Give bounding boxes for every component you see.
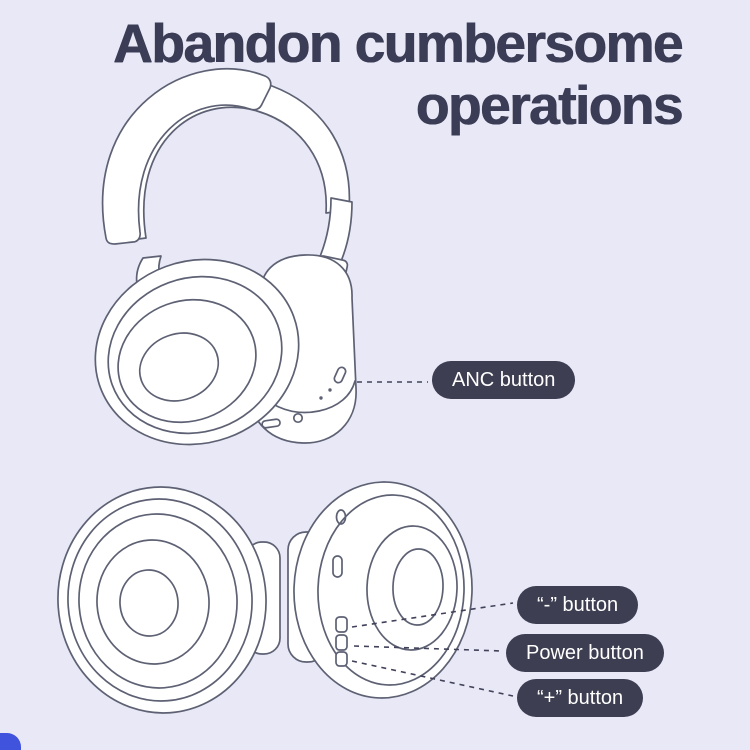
power-button-shape (335, 634, 348, 651)
ear-pad-center (119, 569, 179, 637)
minus-button-shape (335, 616, 348, 633)
left-ear-cup-flat (57, 486, 267, 714)
headphones-three-quarter-view (94, 67, 357, 446)
mic-hole (328, 388, 332, 392)
ear-pad-center (138, 332, 220, 402)
minus-button-callout: “-” button (517, 586, 639, 624)
left-ear-cup (94, 258, 300, 446)
title-line-2: operations (415, 74, 684, 137)
cup-face-center (392, 548, 444, 626)
headband-cushion (101, 67, 272, 245)
aux-hole (292, 412, 304, 424)
mic-hole (319, 396, 323, 400)
title-line-1: Abandon cumbersome (113, 12, 683, 74)
ear-pad-ring (78, 513, 238, 689)
power-button-callout: Power button (506, 634, 664, 672)
aux-hole (335, 509, 347, 525)
headphones-folded-flat-view (57, 481, 473, 714)
page-title: Abandon cumbersome operations (40, 12, 684, 137)
cup-rim-band (317, 494, 465, 686)
power-leader-line (353, 645, 503, 652)
usb-c-port (261, 418, 281, 429)
ear-pad-ring (107, 275, 283, 435)
cup-face-ring (366, 525, 458, 651)
plus-button-callout: “+” button (517, 679, 644, 717)
anc-button-callout: ANC button (432, 361, 576, 399)
corner-accent-shape (0, 733, 21, 750)
plus-button-shape (335, 651, 348, 667)
callout-leader-lines (351, 381, 514, 697)
usb-c-port (332, 555, 343, 578)
ear-pad-ring (96, 539, 210, 665)
ear-pad-ring (67, 498, 253, 702)
ear-pad-ring (117, 298, 257, 424)
plus-leader-line (351, 660, 514, 697)
anc-button-shape (333, 366, 347, 384)
minus-leader-line (351, 602, 514, 628)
